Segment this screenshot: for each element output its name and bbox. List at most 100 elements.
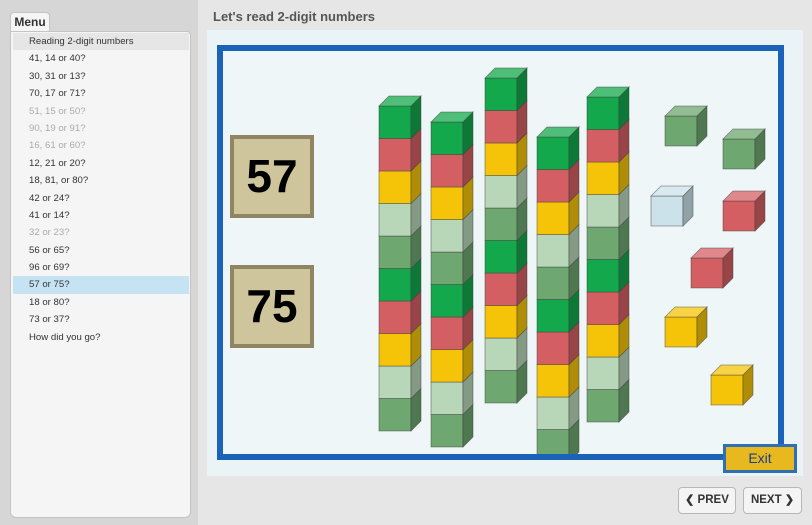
tens-rod-2-cube-2-front <box>484 142 518 176</box>
menu-item[interactable]: 42 or 24? <box>29 192 70 204</box>
tens-rod-2-cube-1-front <box>484 110 518 144</box>
next-button[interactable]: NEXT ❯ <box>743 487 802 514</box>
tens-rod-3-cube-0-top <box>536 126 580 138</box>
tens-rod-4-cube-0-front <box>586 96 620 130</box>
menu-list: Reading 2-digit numbers 41, 14 or 40? 30, … <box>13 33 189 346</box>
number-option-75[interactable]: 75 <box>230 265 314 348</box>
tens-rod-3-cube-7-front <box>536 364 570 398</box>
ones-cube-2-front <box>650 195 684 227</box>
activity-board: 57 75 <box>217 45 784 460</box>
tens-rod-2-cube-8-front <box>484 337 518 371</box>
chevron-right-icon: ❯ <box>784 494 795 506</box>
tens-rod-3-cube-0-front <box>536 136 570 170</box>
tens-rod-3-cube-4-front <box>536 266 570 300</box>
tens-rod-1-cube-0-front <box>430 121 464 155</box>
tens-rod-0-cube-3-front <box>378 203 412 237</box>
sidebar: Menu Reading 2-digit numbers 41, 14 or 40… <box>0 0 198 525</box>
menu-tab[interactable]: Menu <box>10 12 50 32</box>
ones-cube-5-front <box>664 316 698 348</box>
chevron-left-icon: ❮ <box>685 494 695 506</box>
tens-rod-4-cube-3-front <box>586 194 620 228</box>
tens-rod-2-cube-0-front <box>484 77 518 111</box>
tens-rod-0-cube-5-front <box>378 268 412 302</box>
tens-rod-4-cube-1-front <box>586 129 620 163</box>
menu-item[interactable]: 41 or 14? <box>29 209 70 221</box>
ones-cube-0-front <box>664 115 698 147</box>
tens-rod-0-cube-1-front <box>378 138 412 172</box>
ones-cube-4-front <box>690 257 724 289</box>
tens-rod-0-cube-9-front <box>378 398 412 432</box>
menu-item[interactable]: Reading 2-digit numbers <box>13 33 189 51</box>
tens-rod-4-cube-7-front <box>586 324 620 358</box>
tens-rod-3-cube-5-front <box>536 299 570 333</box>
tens-rod-3-cube-1-front <box>536 169 570 203</box>
prev-button[interactable]: ❮ PREV <box>678 487 736 514</box>
menu-item[interactable]: 70, 17 or 71? <box>29 88 86 100</box>
tens-rod-1-cube-7-front <box>430 349 464 383</box>
tens-rod-2-cube-9-front <box>484 370 518 404</box>
tens-rod-1-cube-4-front <box>430 251 464 285</box>
tens-rod-2-cube-3-front <box>484 175 518 209</box>
menu-item[interactable]: 41, 14 or 40? <box>29 53 86 65</box>
tens-rod-1-cube-9-front <box>430 414 464 448</box>
tens-rod-1-cube-2-front <box>430 186 464 220</box>
menu-item[interactable]: 32 or 23? <box>29 227 70 239</box>
tens-rod-3-cube-2-front <box>536 201 570 235</box>
ones-cube-3-top <box>722 190 766 202</box>
menu-item[interactable]: 18, 81, or 80? <box>29 175 89 187</box>
tens-rod-0-cube-0-top <box>378 95 422 107</box>
ones-cube-6-front <box>710 374 744 406</box>
tens-rod-2-cube-5-front <box>484 240 518 274</box>
menu-item[interactable]: 56 or 65? <box>29 244 70 256</box>
menu-item[interactable]: How did you go? <box>29 331 101 343</box>
tens-rod-0-cube-2-front <box>378 170 412 204</box>
ones-cube-1-front <box>722 138 756 170</box>
ones-cube-6-top <box>710 364 754 376</box>
tens-rod-4-cube-5-front <box>586 259 620 293</box>
menu-item[interactable]: 30, 31 or 13? <box>29 70 86 82</box>
menu-item[interactable]: 57 or 75? <box>13 276 189 294</box>
tens-rod-3-cube-9-front <box>536 429 570 454</box>
menu-item[interactable]: 12, 21 or 20? <box>29 157 86 169</box>
tens-rod-2-cube-4-front <box>484 207 518 241</box>
menu-item[interactable]: 51, 15 or 50? <box>29 105 86 117</box>
menu-item[interactable]: 16, 61 or 60? <box>29 140 86 152</box>
activity-stage: 57 75 Exit <box>207 30 803 476</box>
ones-cube-4-top <box>690 247 734 259</box>
tens-rod-4-cube-6-front <box>586 291 620 325</box>
menu-panel: Reading 2-digit numbers 41, 14 or 40? 30, … <box>10 31 191 518</box>
tens-rod-1-cube-1-front <box>430 154 464 188</box>
tens-rod-0-cube-4-front <box>378 235 412 269</box>
ones-cube-1-top <box>722 128 766 140</box>
next-label: NEXT <box>750 494 782 506</box>
ones-cube-3-front <box>722 200 756 232</box>
tens-rod-1-cube-3-front <box>430 219 464 253</box>
tens-rod-1-cube-8-front <box>430 381 464 415</box>
tens-rod-1-cube-5-front <box>430 284 464 318</box>
menu-item[interactable]: 96 or 69? <box>29 262 70 274</box>
tens-rod-2-cube-7-front <box>484 305 518 339</box>
tens-rod-1-cube-6-front <box>430 316 464 350</box>
tens-rod-0-cube-0-front <box>378 105 412 139</box>
tens-rod-4-cube-2-front <box>586 161 620 195</box>
exit-button[interactable]: Exit <box>723 444 797 473</box>
tens-rod-3-cube-3-front <box>536 234 570 268</box>
menu-item[interactable]: 18 or 80? <box>29 296 70 308</box>
prev-label: PREV <box>697 494 729 506</box>
number-option-57[interactable]: 57 <box>230 135 314 218</box>
tens-rod-3-cube-8-front <box>536 396 570 430</box>
tens-rod-0-cube-7-front <box>378 333 412 367</box>
ones-cube-2-top <box>650 185 694 197</box>
tens-rod-4-cube-0-top <box>586 86 630 98</box>
tens-rod-0-cube-6-front <box>378 300 412 334</box>
ones-cube-0-top <box>664 105 708 117</box>
tens-rod-4-cube-9-front <box>586 389 620 423</box>
menu-item[interactable]: 90, 19 or 91? <box>29 122 86 134</box>
tens-rod-1-cube-0-top <box>430 111 474 123</box>
page-title: Let's read 2-digit numbers <box>213 9 376 24</box>
main-content: Let's read 2-digit numbers 57 75 Exit ❮ … <box>198 0 812 525</box>
menu-item[interactable]: 73 or 37? <box>29 314 70 326</box>
base-ten-blocks <box>378 67 766 454</box>
tens-rod-4-cube-4-front <box>586 226 620 260</box>
tens-rod-4-cube-8-front <box>586 356 620 390</box>
